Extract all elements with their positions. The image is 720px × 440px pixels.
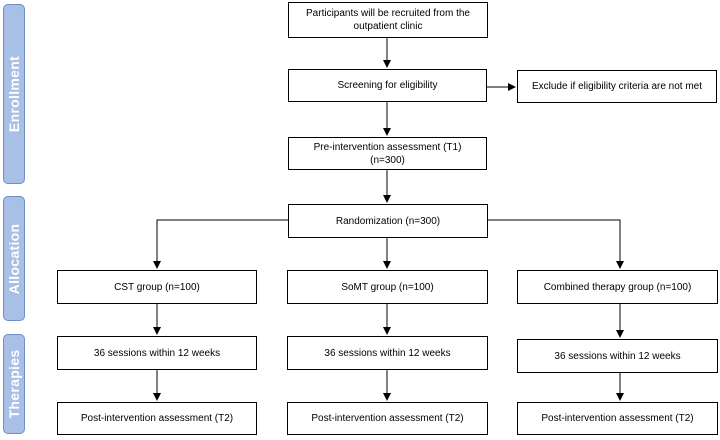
cst-post-box: Post-intervention assessment (T2) (57, 402, 257, 435)
combined-post-text: Post-intervention assessment (T2) (541, 413, 694, 424)
somt-post-box: Post-intervention assessment (T2) (287, 402, 488, 435)
somt-group-box: SoMT group (n=100) (287, 270, 488, 304)
pre-assessment-box: Pre-intervention assessment (T1) (n=300) (288, 137, 487, 170)
combined-sessions-box: 36 sessions within 12 weeks (517, 339, 718, 373)
exclude-text: Exclude if eligibility criteria are not … (531, 81, 703, 92)
phase-label-enrollment: Enrollment (3, 4, 25, 184)
recruit-box: Participants will be recruited from the … (288, 2, 488, 38)
phase-label-therapies: Therapies (3, 334, 25, 434)
combined-sessions-text: 36 sessions within 12 weeks (554, 350, 681, 362)
combined-post-box: Post-intervention assessment (T2) (517, 402, 718, 435)
randomization-text: Randomization (n=300) (335, 215, 441, 227)
somt-sessions-box: 36 sessions within 12 weeks (287, 336, 488, 370)
pre-assessment-text: Pre-intervention assessment (T1) (n=300) (313, 141, 462, 166)
somt-group-text: SoMT group (n=100) (341, 281, 434, 293)
randomization-box: Randomization (n=300) (288, 204, 488, 238)
arrow-randomization-to-cst (153, 219, 288, 269)
exclude-box: Exclude if eligibility criteria are not … (517, 70, 717, 103)
cst-sessions-box: 36 sessions within 12 weeks (57, 336, 257, 370)
combined-group-text: Combined therapy group (n=100) (543, 281, 692, 293)
screening-box: Screening for eligibility (288, 69, 487, 102)
cst-group-box: CST group (n=100) (57, 270, 257, 304)
combined-group-box: Combined therapy group (n=100) (517, 270, 718, 304)
arrow-randomization-to-combined (488, 219, 624, 269)
phase-label-allocation: Allocation (3, 196, 25, 321)
somt-post-text: Post-intervention assessment (T2) (311, 413, 464, 424)
screening-text: Screening for eligibility (337, 80, 438, 91)
cst-group-text: CST group (n=100) (114, 281, 200, 293)
somt-sessions-text: 36 sessions within 12 weeks (324, 347, 451, 359)
cst-sessions-text: 36 sessions within 12 weeks (93, 347, 221, 359)
cst-post-text: Post-intervention assessment (T2) (80, 413, 234, 424)
recruit-text: Participants will be recruited from the … (306, 8, 470, 32)
